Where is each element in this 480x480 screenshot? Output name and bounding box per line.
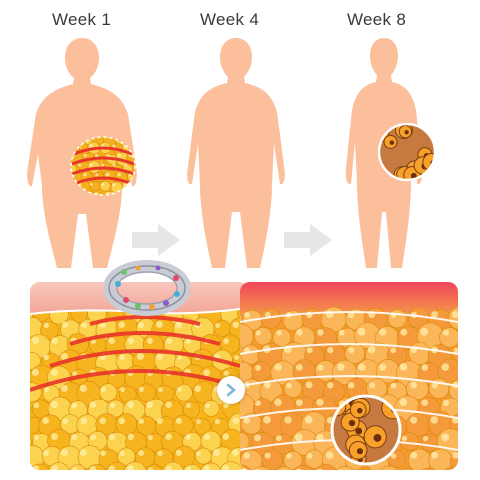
right-arrow-icon	[132, 224, 180, 256]
stage-label-week-4: Week 4	[200, 10, 260, 29]
stage-label-week-1: Week 1	[52, 10, 112, 29]
fat-sphere-belly	[70, 136, 136, 196]
fat-cell-closeup-panel	[330, 394, 402, 466]
ring-icon	[104, 260, 190, 316]
stage-label-week-8: Week 8	[347, 10, 407, 29]
chevron-right-icon	[217, 376, 245, 404]
right-arrow-icon	[284, 224, 332, 256]
body-figure-week-4	[187, 38, 285, 268]
fat-cell-closeup-week-8	[377, 122, 437, 182]
